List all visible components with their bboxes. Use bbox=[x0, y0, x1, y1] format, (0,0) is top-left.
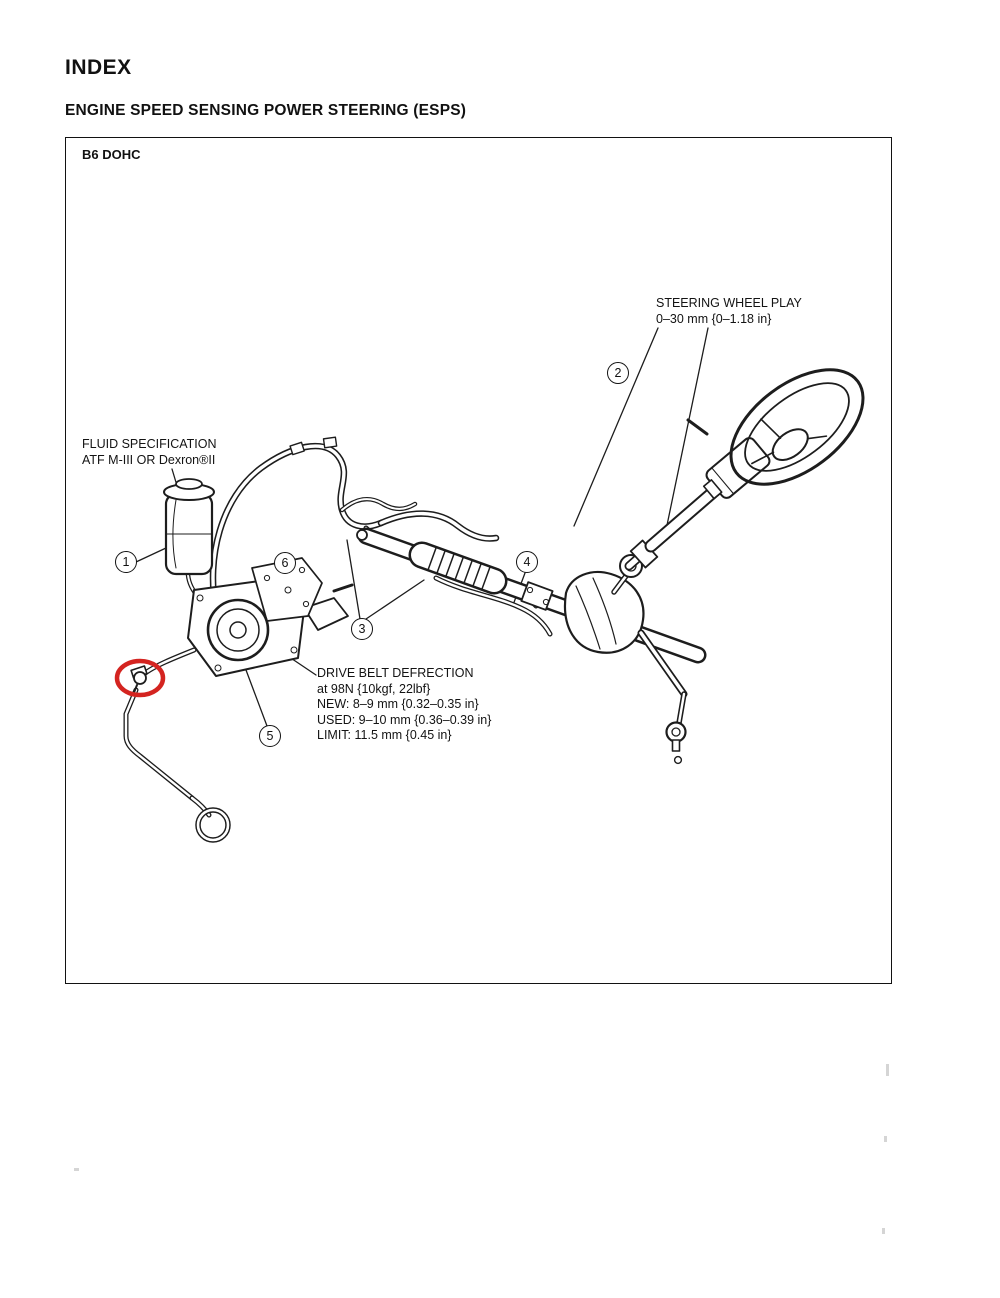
pump-arm bbox=[303, 597, 349, 631]
page-title: INDEX bbox=[65, 56, 132, 79]
gear-housing-boot bbox=[563, 570, 645, 654]
bolt bbox=[526, 586, 534, 594]
callout-3: 3 bbox=[351, 618, 373, 640]
tie-rod-end bbox=[665, 721, 687, 743]
rack-end-joint bbox=[356, 529, 368, 541]
callout-1: 1 bbox=[115, 551, 137, 573]
diagram-frame: B6 DOHC bbox=[65, 137, 892, 984]
scan-artifact bbox=[882, 1228, 885, 1234]
hydraulic-hoses bbox=[188, 436, 550, 634]
bolt bbox=[196, 594, 204, 602]
rack-bellows-ridges bbox=[427, 547, 491, 590]
tie-rod bbox=[641, 633, 687, 765]
bolt bbox=[284, 586, 292, 594]
label-line: NEW: 8–9 mm {0.32–0.35 in} bbox=[317, 697, 479, 711]
hose-clamp bbox=[289, 441, 305, 456]
label-fluid-specification: FLUID SPECIFICATION ATF M-III OR Dexron®… bbox=[82, 437, 217, 468]
fluid-reservoir bbox=[163, 478, 215, 576]
turn-signal-stalk bbox=[686, 418, 709, 436]
label-line: DRIVE BELT DEFRECTION bbox=[317, 666, 474, 680]
steering-system-illustration bbox=[114, 327, 865, 843]
steering-wheel bbox=[729, 368, 865, 486]
callout-2: 2 bbox=[607, 362, 629, 384]
wheel-hub bbox=[771, 428, 809, 462]
label-drive-belt-deflection: DRIVE BELT DEFRECTION at 98N {10kgf, 22l… bbox=[317, 666, 491, 744]
scan-artifact bbox=[884, 1136, 887, 1142]
scan-artifact bbox=[886, 1064, 889, 1076]
return-pipe bbox=[126, 650, 231, 843]
label-line: STEERING WHEEL PLAY bbox=[656, 296, 802, 310]
adjust-bolt bbox=[332, 583, 354, 593]
bolt bbox=[298, 566, 306, 574]
label-line: FLUID SPECIFICATION bbox=[82, 437, 217, 451]
bolt bbox=[302, 600, 310, 608]
label-line: LIMIT: 11.5 mm {0.45 in} bbox=[317, 728, 452, 742]
bolt bbox=[263, 574, 271, 582]
callout-6: 6 bbox=[274, 552, 296, 574]
model-label: B6 DOHC bbox=[82, 147, 141, 162]
steering-column bbox=[629, 418, 771, 568]
section-title: ENGINE SPEED SENSING POWER STEERING (ESP… bbox=[65, 102, 467, 119]
tie-rod-stud bbox=[671, 739, 681, 752]
callout-5: 5 bbox=[259, 725, 281, 747]
bolt bbox=[290, 646, 298, 654]
callout-4: 4 bbox=[516, 551, 538, 573]
hose-clamp bbox=[322, 436, 338, 449]
bolt bbox=[214, 664, 222, 672]
label-steering-wheel-play: STEERING WHEEL PLAY 0–30 mm {0–1.18 in} bbox=[656, 296, 802, 327]
rack-mount-bracket bbox=[520, 581, 554, 611]
diagram-linework bbox=[114, 327, 865, 843]
label-line: at 98N {10kgf, 22lbf} bbox=[317, 681, 431, 696]
highlight-circle bbox=[114, 658, 166, 698]
bolt bbox=[673, 755, 683, 765]
label-line: USED: 9–10 mm {0.36–0.39 in} bbox=[317, 712, 492, 727]
label-line: ATF M-III OR Dexron®II bbox=[82, 452, 216, 467]
scan-artifact bbox=[74, 1168, 79, 1171]
pump-assembly bbox=[187, 557, 354, 677]
label-line: 0–30 mm {0–1.18 in} bbox=[656, 311, 772, 326]
bolt bbox=[542, 598, 550, 606]
